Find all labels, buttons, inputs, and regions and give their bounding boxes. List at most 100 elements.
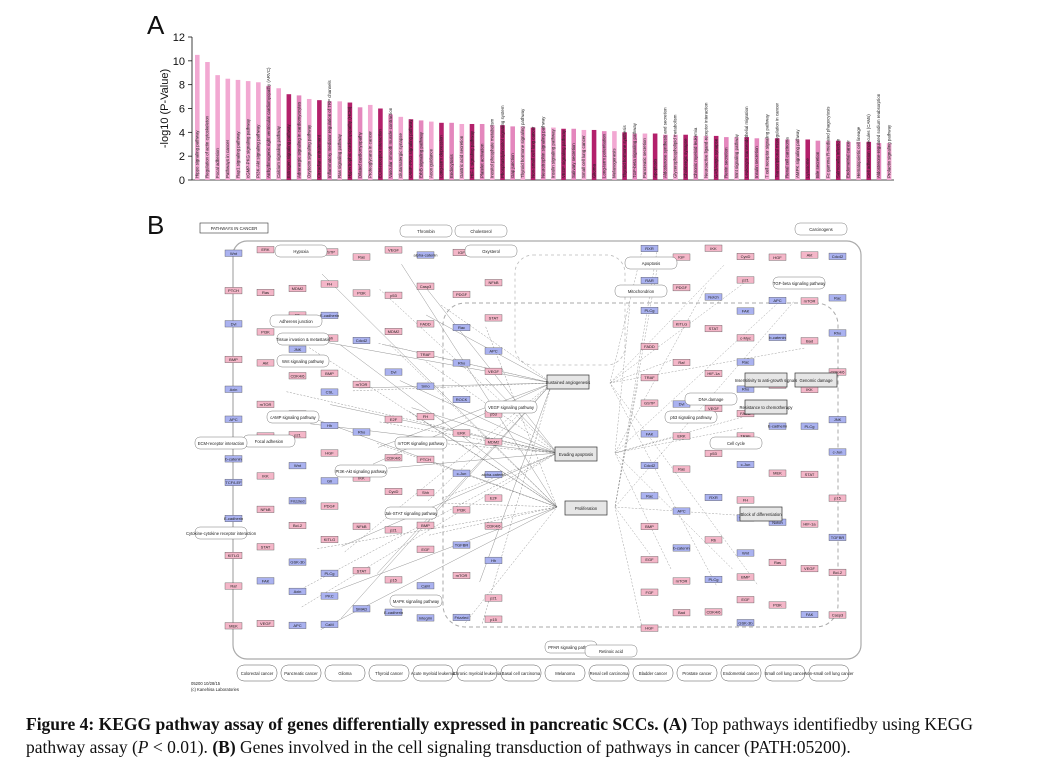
cancer-box <box>808 664 850 682</box>
gene-label: PLCg <box>804 424 814 429</box>
gene-box-blue <box>736 358 755 366</box>
signal-arrow <box>609 382 758 585</box>
gene-label: Frizzled <box>290 498 304 503</box>
signal-arrow <box>429 506 558 536</box>
pathway-link-label: Cell cycle <box>727 441 746 446</box>
gene-box-blue <box>484 347 503 355</box>
gene-box-pink <box>384 488 403 495</box>
signal-arrow <box>389 344 558 508</box>
gene-box-pink <box>224 355 243 363</box>
signal-arrow <box>330 404 558 454</box>
gene-box-pink <box>484 615 503 623</box>
gene-label: FH <box>327 282 332 287</box>
gene-box-pink <box>416 545 435 553</box>
gene-label: p21 <box>390 527 397 532</box>
bar-label: Apoptosis <box>652 158 657 178</box>
bar <box>469 123 475 180</box>
bar-label: Bile secretion <box>815 151 820 178</box>
outcome-label: Genomic damage <box>799 378 833 383</box>
bar <box>795 139 800 180</box>
gene-label: b-catenin <box>673 545 689 550</box>
pathway-title-box <box>199 222 269 234</box>
gene-box-pink <box>288 284 307 292</box>
bar <box>490 125 495 180</box>
bar <box>561 128 566 180</box>
bar <box>317 100 322 180</box>
bar <box>500 125 505 180</box>
pathway-link-box <box>684 392 738 406</box>
gene-box-pink <box>736 253 755 260</box>
pathway-link-box <box>334 464 388 478</box>
gene-box-pink <box>640 374 659 382</box>
bar-label: Axon guidance <box>429 148 434 178</box>
gene-box-pink <box>736 596 755 604</box>
gene-label: FADD <box>420 321 431 326</box>
gene-label: STAT <box>357 568 367 573</box>
gene-label: EGF <box>421 547 430 552</box>
bar <box>225 78 231 180</box>
bar <box>713 135 719 180</box>
gene-label: ERK <box>261 247 270 252</box>
gene-label: c-Myc <box>740 335 751 340</box>
pathway-link-box <box>664 410 718 424</box>
y-tick-label: 4 <box>179 127 185 139</box>
gene-label: mTOR <box>456 573 468 578</box>
gene-box-blue <box>224 385 243 393</box>
gene-box-blue <box>484 471 503 479</box>
bar-label: PI3K-Akt signaling pathway <box>256 124 261 178</box>
bar-label: Insulin secretion <box>754 146 759 178</box>
bar-label: Long-term potentiation <box>602 134 607 178</box>
bar <box>581 129 587 180</box>
signal-arrow <box>401 264 558 508</box>
gene-box-blue <box>452 359 471 367</box>
bar <box>591 129 597 180</box>
pathway-link-box <box>794 222 848 236</box>
outcome-label: Evading apoptosis <box>559 452 593 457</box>
gene-label: Dvl <box>679 402 685 407</box>
bar <box>632 133 638 180</box>
gene-box-pink <box>416 282 435 290</box>
bar-label: Regulation of actin cytoskeleton <box>205 115 210 178</box>
figure-caption: Figure 4: KEGG pathway assay of genes di… <box>26 713 1016 759</box>
outcome-label: Insensitivity to anti-growth signals <box>735 378 797 383</box>
gene-label: PTCH <box>420 457 431 462</box>
gene-box-blue <box>224 478 243 486</box>
gene-box-pink <box>640 588 659 596</box>
signal-arrow <box>379 289 558 454</box>
gene-box-pink <box>256 400 275 408</box>
gene-label: MEK <box>229 623 238 628</box>
bar <box>378 108 383 180</box>
bar-label: Neurotrophin signaling pathway <box>540 116 545 178</box>
signal-arrow <box>614 452 672 569</box>
gene-box-pink <box>484 367 503 375</box>
gene-label: Bad <box>806 338 813 343</box>
bar <box>825 140 831 180</box>
cancer-label: Colorectal cancer <box>241 671 274 676</box>
gene-box-blue <box>320 569 339 577</box>
gene-label: PDGF <box>676 285 688 290</box>
gene-box-blue <box>320 592 339 600</box>
cancer-box <box>764 664 806 682</box>
pathway-link-label: TGF-beta signaling pathway <box>773 281 826 286</box>
gene-label: CDK4/6 <box>290 373 305 378</box>
gene-label: FH <box>743 498 748 503</box>
bar <box>296 95 302 180</box>
cancer-box <box>588 664 630 682</box>
bar-label: Proteoglycans in cancer <box>368 131 373 178</box>
gene-box-pink <box>484 279 503 287</box>
gene-box-pink <box>352 289 371 297</box>
bar <box>815 140 821 180</box>
cancer-box <box>368 664 410 682</box>
gene-label: VEGF <box>488 369 499 374</box>
pathway-title: PATHWAYS IN CANCER <box>211 226 258 231</box>
bar-label: Vascular smooth muscle contraction <box>388 107 393 178</box>
bar-label: Thyroid hormone synthesis <box>622 124 627 178</box>
gene-box-blue <box>320 422 339 429</box>
gene-label: JNK <box>834 417 842 422</box>
bar-label: Insulin signaling pathway <box>551 128 556 178</box>
gene-box-blue <box>828 252 847 260</box>
pathway-link-label: Jak-STAT signaling pathway <box>385 511 438 516</box>
gene-box-pink <box>256 472 275 480</box>
gene-label: IKK <box>806 387 813 392</box>
bar <box>642 133 648 180</box>
